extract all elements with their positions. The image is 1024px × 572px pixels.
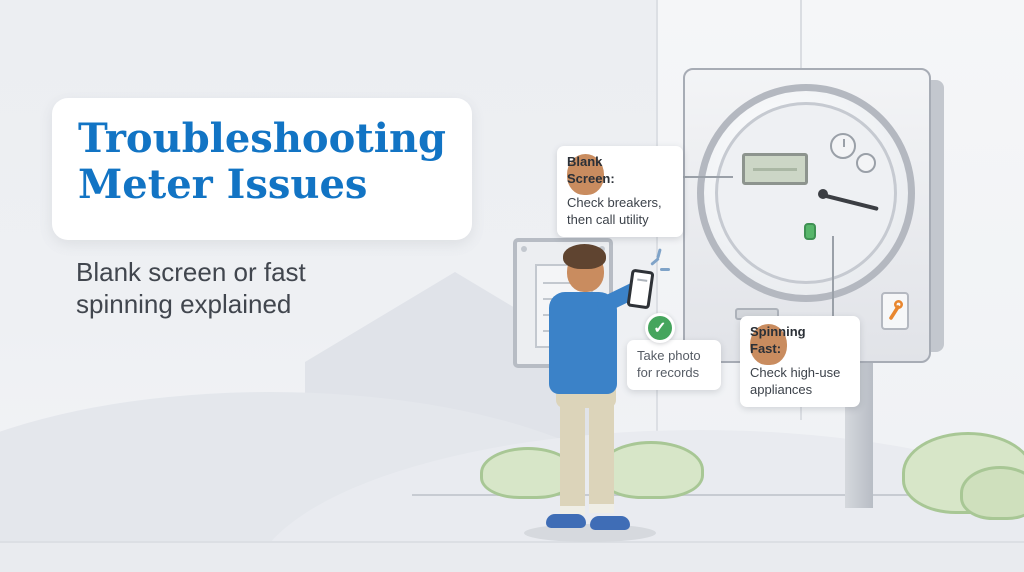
callout-body: Check high-use appliances	[750, 365, 841, 397]
pant-cuff	[589, 504, 614, 513]
smartphone	[626, 268, 655, 310]
bush	[960, 466, 1024, 520]
callout-blank-screen: Blank Screen: Check breakers, then call …	[557, 146, 683, 237]
meter-panel-side	[928, 80, 944, 352]
ground-band	[0, 541, 1024, 572]
callout-take-photo: Take photo for records	[627, 340, 721, 390]
meter-lcd-display	[742, 153, 808, 185]
person-hair	[563, 244, 606, 269]
person-leg	[560, 398, 585, 514]
callout-heading: Blank Screen:	[567, 154, 615, 195]
callout-spinning-fast: Spinning Fast: Check high-use appliances	[740, 316, 860, 407]
callout-heading: Spinning Fast:	[750, 324, 806, 365]
wrench-icon	[889, 299, 904, 320]
check-badge: ✓	[645, 313, 675, 343]
callout-body: Check breakers, then call utility	[567, 195, 662, 227]
service-tag	[881, 292, 909, 330]
callout-body: Take photo for records	[637, 348, 701, 380]
title-card: Troubleshooting Meter Issues	[52, 98, 472, 240]
meter-lcd-reading	[753, 168, 797, 171]
person-shoe	[590, 516, 630, 530]
meter-glass	[697, 84, 915, 302]
electric-meter	[683, 68, 931, 363]
breaker-row	[543, 282, 585, 284]
pant-cuff	[560, 506, 585, 515]
meter-dial	[830, 133, 856, 159]
meter-led-indicator	[804, 223, 816, 240]
breaker-screw	[521, 246, 527, 252]
phone-screen-line	[637, 278, 648, 282]
checkmark-icon: ✓	[653, 320, 667, 337]
page-title: Troubleshooting Meter Issues	[78, 115, 446, 208]
meter-pointer-needle	[821, 193, 879, 211]
connector-line-spinning-fast	[832, 236, 834, 316]
meter-dial-needle	[843, 139, 845, 147]
subtitle: Blank screen or fast spinning explained	[76, 257, 306, 320]
meter-dial	[856, 153, 876, 173]
person-leg	[589, 398, 614, 512]
meter-needle-pivot	[818, 189, 828, 199]
person-shoe	[546, 514, 586, 528]
meter-face	[715, 102, 897, 284]
camera-flash-spark	[660, 268, 670, 271]
connector-line-blank-screen	[683, 176, 733, 178]
